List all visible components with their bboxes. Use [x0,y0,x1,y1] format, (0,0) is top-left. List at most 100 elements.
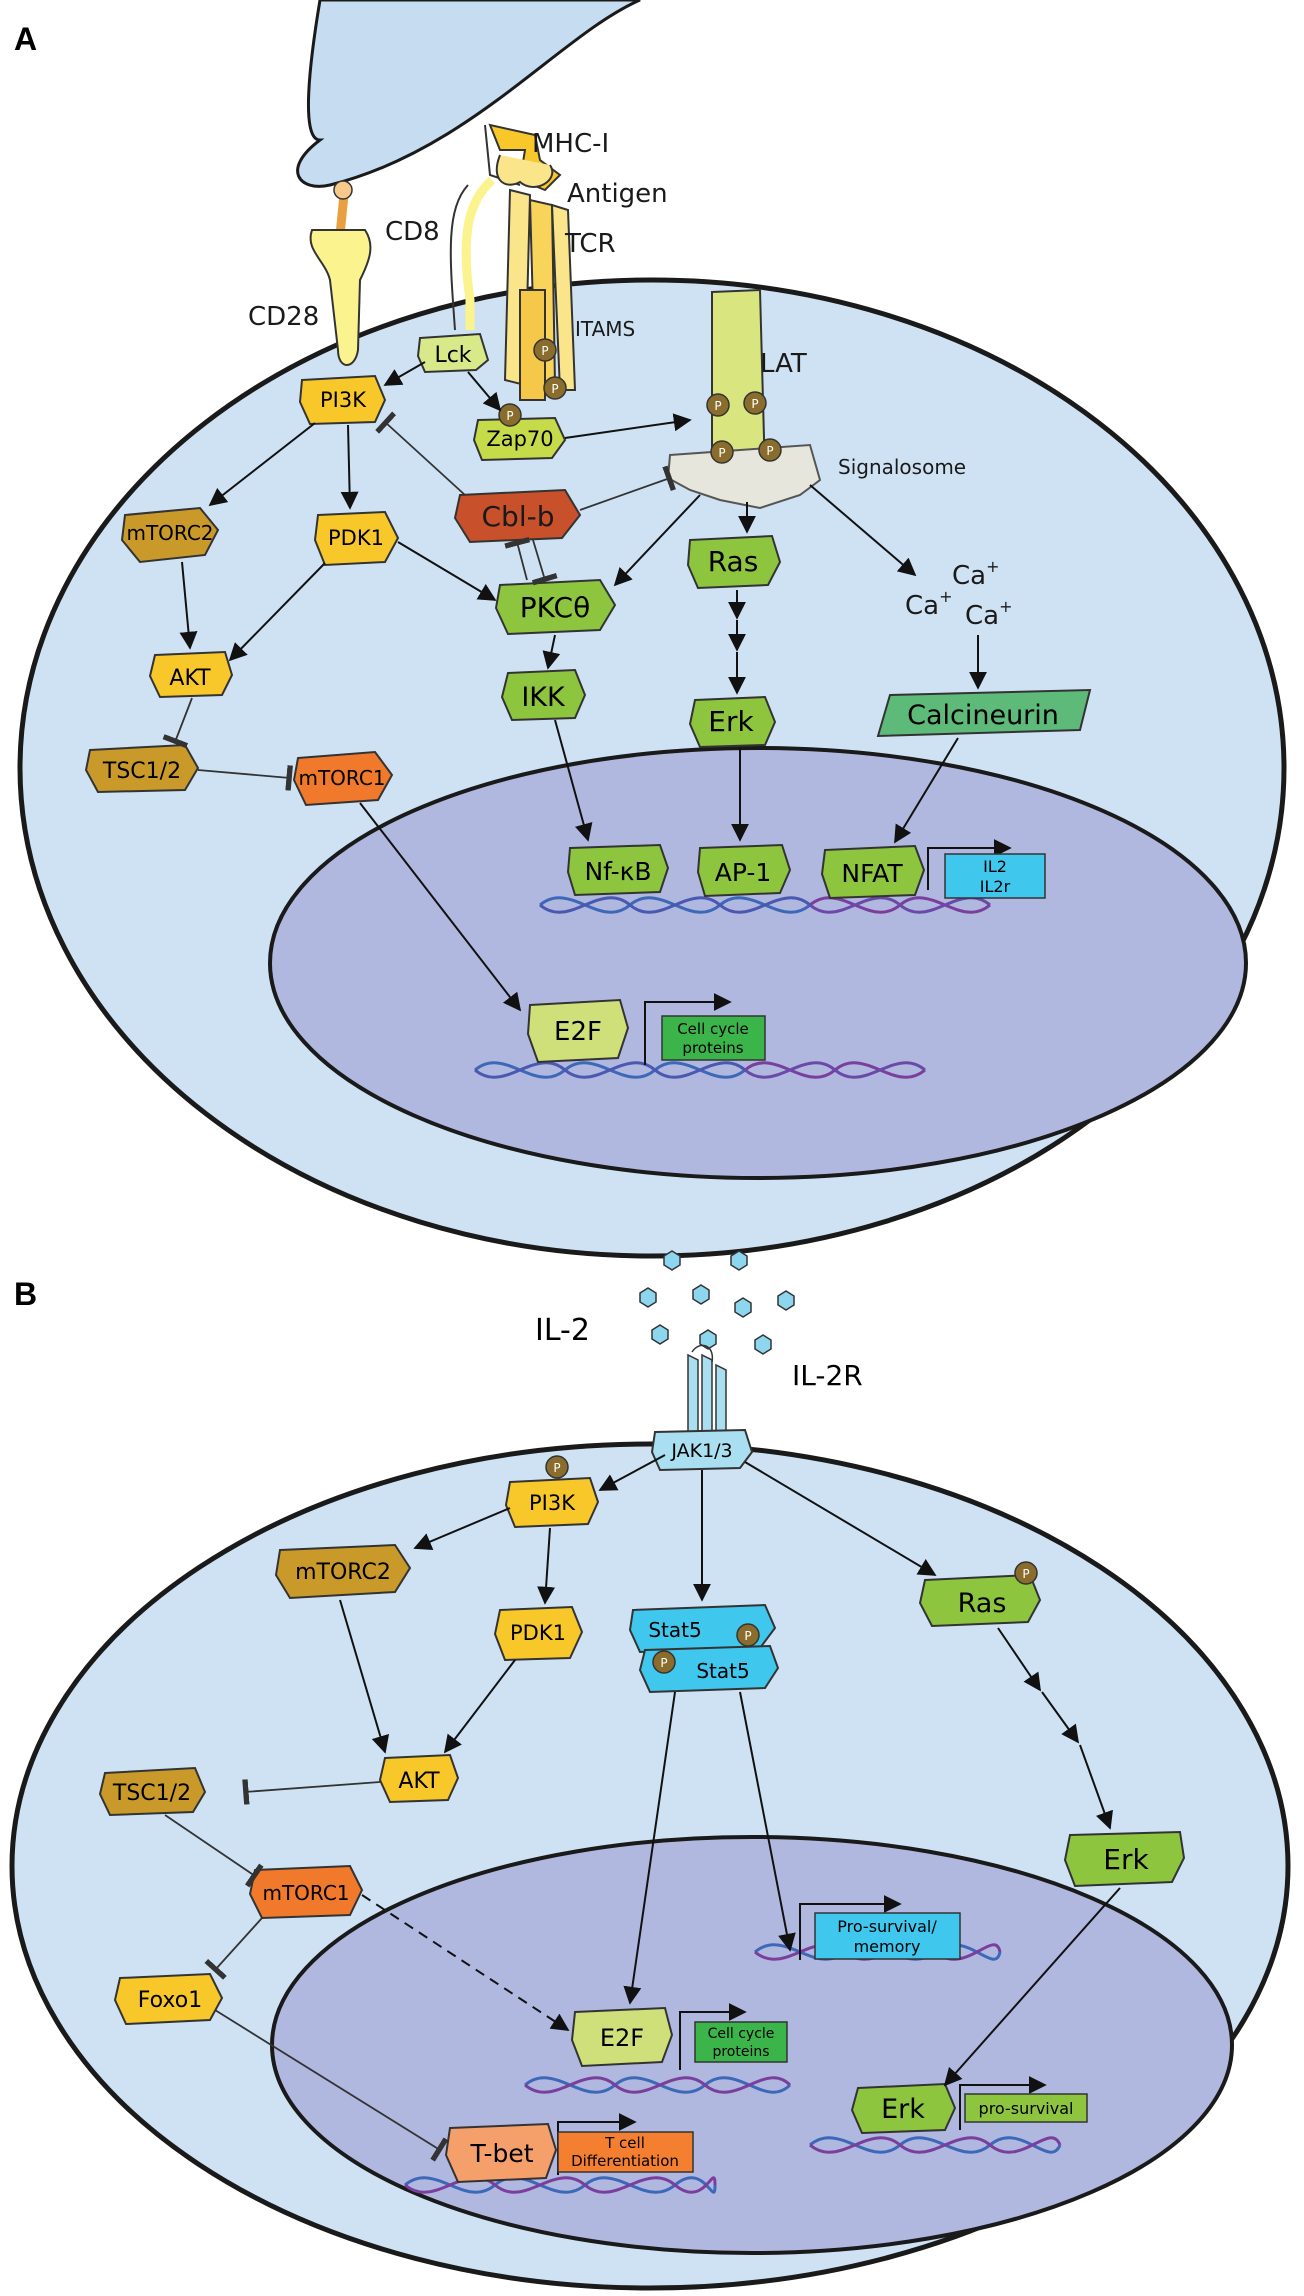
phospho-itam-2: P [543,376,567,400]
gene-il2-line2: IL2r [980,877,1011,896]
svg-text:P: P [714,399,721,413]
nucleus [268,746,1248,1180]
zap70-node: Zap70 [472,416,567,462]
arrows-a [179,361,987,1012]
phospho-lat-4: P [758,438,782,462]
calcium-ion-2: Ca+ [905,587,953,621]
foxo1-node: Foxo1 [113,1972,224,2026]
tbet-label: T-bet [469,2139,533,2168]
akt-node-b: AKT [378,1753,460,1804]
arrows-b [339,1454,1121,2087]
svg-text:P: P [744,1629,751,1643]
mtorc2-label-b: mTORC2 [295,1560,391,1585]
lat-label: LAT [760,349,807,379]
stat5-bottom-label: Stat5 [696,1659,749,1683]
mhc-tcr-complex [449,123,577,401]
pi3k-node-a: PI3K [298,374,387,426]
pdk1-node-a: PDK1 [313,510,400,567]
il2-molecule-4 [692,1284,710,1305]
gene-cellcycle-a-line2: proteins [682,1039,743,1057]
il2-molecule-6 [777,1290,795,1311]
panel-b-letter: B [14,1276,37,1312]
inhibitions-a [162,411,676,791]
svg-text:P: P [1022,1567,1029,1581]
akt-label-b: AKT [398,1769,440,1794]
e2f-label-a: E2F [554,1017,602,1047]
nfat-label: NFAT [841,859,903,888]
svg-text:P: P [541,344,548,358]
cblb-node: Cbl-b [453,488,582,544]
mtorc2-node-a: mTORC2 [120,506,220,564]
nfkb-node: Nf-κB [566,843,670,897]
tsc-label-a: TSC1/2 [102,759,181,784]
cd8-label: CD8 [385,217,440,247]
ras-node-a: Ras [686,534,782,590]
ap1-label: AP-1 [715,858,772,887]
gene-cellcycle-b-line1: Cell cycle [708,2026,775,2042]
panel-a: A CD28 [14,0,1287,1259]
svg-text:P: P [553,1461,560,1475]
tsc-label-b: TSC1/2 [112,1781,191,1806]
ikk-node: IKK [500,668,587,722]
il2r-label: IL-2R [792,1359,863,1392]
pdk1-label-b: PDK1 [510,1621,566,1645]
il2-molecule-8 [699,1329,717,1350]
il2-molecule-1 [663,1250,681,1271]
calcineurin-label: Calcineurin [907,700,1059,731]
panel-b: B IL-2 IL-2R JAK1/3 [9,1250,1291,2291]
calcium-ion-1: Ca+ [952,557,1000,591]
gene-cellcycle-b-line2: proteins [712,2044,769,2060]
ras-label-b: Ras [958,1588,1007,1619]
erk-label-a: Erk [708,705,754,738]
ras-node-b: Ras [918,1573,1042,1628]
antigen-label: Antigen [567,179,668,209]
svg-text:P: P [718,446,725,460]
phospho-lat-3: P [710,440,734,464]
phospho-lat-2: P [743,391,767,415]
il2-molecule-5 [734,1297,752,1318]
phospho-lat-1: P [706,393,730,417]
gene-il2: IL2 IL2r [927,839,1046,899]
dna-strand-upper [539,896,991,914]
pi3k-label-b: PI3K [529,1491,576,1515]
tcr-label: TCR [564,229,616,259]
lck-label: Lck [434,343,471,368]
nfkb-label: Nf-κB [584,857,651,886]
stat5-top-label: Stat5 [648,1618,701,1642]
il2-molecule-7 [651,1324,669,1345]
gene-prosurvival: pro-survival [959,2076,1088,2130]
erk-node-nuc: Erk [850,2082,957,2135]
phospho-itam-1: P [533,338,557,362]
mhc-label: MHC-I [532,129,609,159]
e2f-node-b: E2F [570,2006,674,2068]
erk-nuc-label: Erk [881,2094,925,2125]
il2-molecule-3 [639,1287,657,1308]
tbet-node: T-bet [444,2122,558,2184]
il2-molecules [639,1250,795,1355]
gene-tcell-differentiation: T cell Differentiation [557,2113,694,2175]
il2r-receptor [687,1344,727,1441]
cblb-label: Cbl-b [482,500,555,533]
stat5-dimer: Stat5 Stat5 [628,1603,780,1694]
erk-node-b: Erk [1063,1830,1186,1888]
dna-b-right [809,2136,1062,2154]
dna-b-mid [524,2076,792,2094]
pdk1-label-a: PDK1 [328,526,384,550]
gene-cellcycle-a-line1: Cell cycle [677,1020,749,1038]
akt-node-a: AKT [148,650,234,699]
pkc-label: PKCθ [520,591,590,624]
il2-molecule-2 [730,1250,748,1271]
lck-node: Lck [416,332,490,374]
mtorc1-label-b: mTORC1 [262,1881,349,1905]
svg-text:P: P [660,1656,667,1670]
gene-prosurvival-label: pro-survival [979,2099,1074,2118]
gene-prosurvival-memory: Pro-survival/ memory [799,1895,961,1960]
ikk-label: IKK [521,682,566,713]
e2f-node-a: E2F [526,998,630,1064]
jak-node: JAK1/3 [650,1428,754,1472]
nfat-node: NFAT [820,844,926,900]
il2-label: IL-2 [535,1313,590,1348]
phospho-stat5-a: P [736,1623,760,1647]
ras-label-a: Ras [708,545,759,578]
panel-a-letter: A [14,21,37,57]
